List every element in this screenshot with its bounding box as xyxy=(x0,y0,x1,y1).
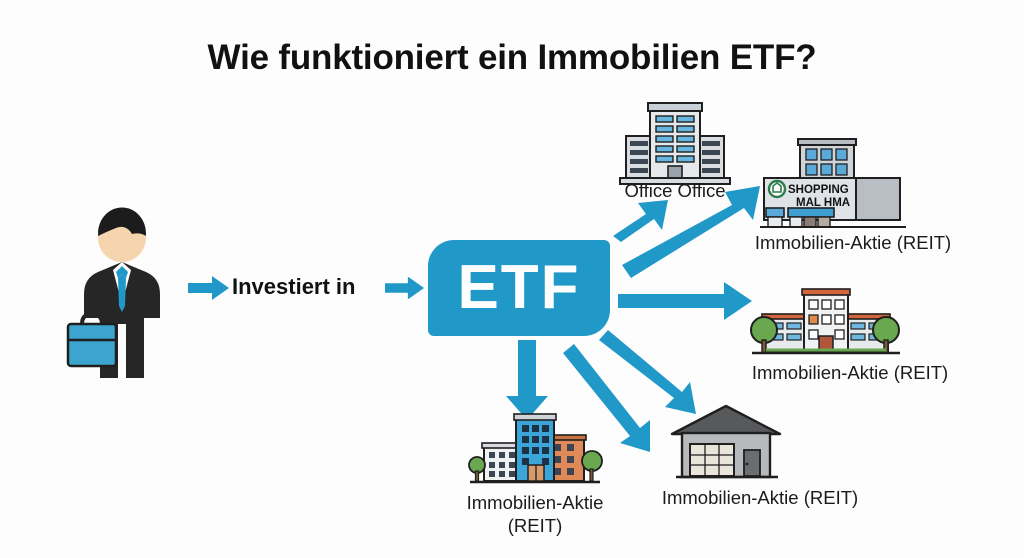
node-apartment-label: Immobilien-Aktie (REIT) xyxy=(751,362,949,383)
node-residential xyxy=(468,405,603,491)
warehouse-icon xyxy=(670,404,782,479)
page-title: Wie funktioniert ein Immobilien ETF? xyxy=(207,38,817,77)
residential-buildings-icon xyxy=(468,413,603,484)
etf-label: ETF xyxy=(457,253,581,322)
tree-right xyxy=(581,450,603,482)
node-mall: SHOPPING MAL HMA xyxy=(760,136,906,232)
arrow-down-to-residential xyxy=(506,340,548,420)
node-office xyxy=(618,98,732,186)
node-warehouse-label: Immobilien-Aktie (REIT) xyxy=(661,487,859,508)
tree-right xyxy=(872,316,900,354)
arrow-investor-to-label xyxy=(188,275,230,301)
arrow-to-office xyxy=(613,200,668,242)
mall-sign-line2: MAL HMA xyxy=(796,197,850,209)
tree-left xyxy=(468,456,486,482)
node-apartment xyxy=(750,282,900,364)
node-residential-label: Immobilien-Aktie (REIT) xyxy=(466,492,604,536)
arrow-to-mall xyxy=(622,186,760,278)
investiert-in-label: Investiert in xyxy=(232,274,356,299)
shopping-mall-icon: SHOPPING MAL HMA xyxy=(760,138,906,228)
arrow-to-apartment xyxy=(618,282,752,320)
arrow-label-to-etf xyxy=(385,275,425,301)
node-mall-label: Immobilien-Aktie (REIT) xyxy=(754,232,952,253)
tree-left xyxy=(750,316,778,354)
arrow-to-warehouse xyxy=(599,330,696,414)
arrow-to-residential xyxy=(563,344,650,452)
investor-figure xyxy=(60,200,190,380)
office-building-icon xyxy=(619,102,731,185)
node-office-label: Office Office xyxy=(624,180,726,201)
mall-sign-line1: SHOPPING xyxy=(788,184,849,196)
etf-box[interactable]: ETF xyxy=(428,240,610,336)
node-warehouse xyxy=(668,400,784,482)
apartment-building-icon xyxy=(750,288,900,355)
